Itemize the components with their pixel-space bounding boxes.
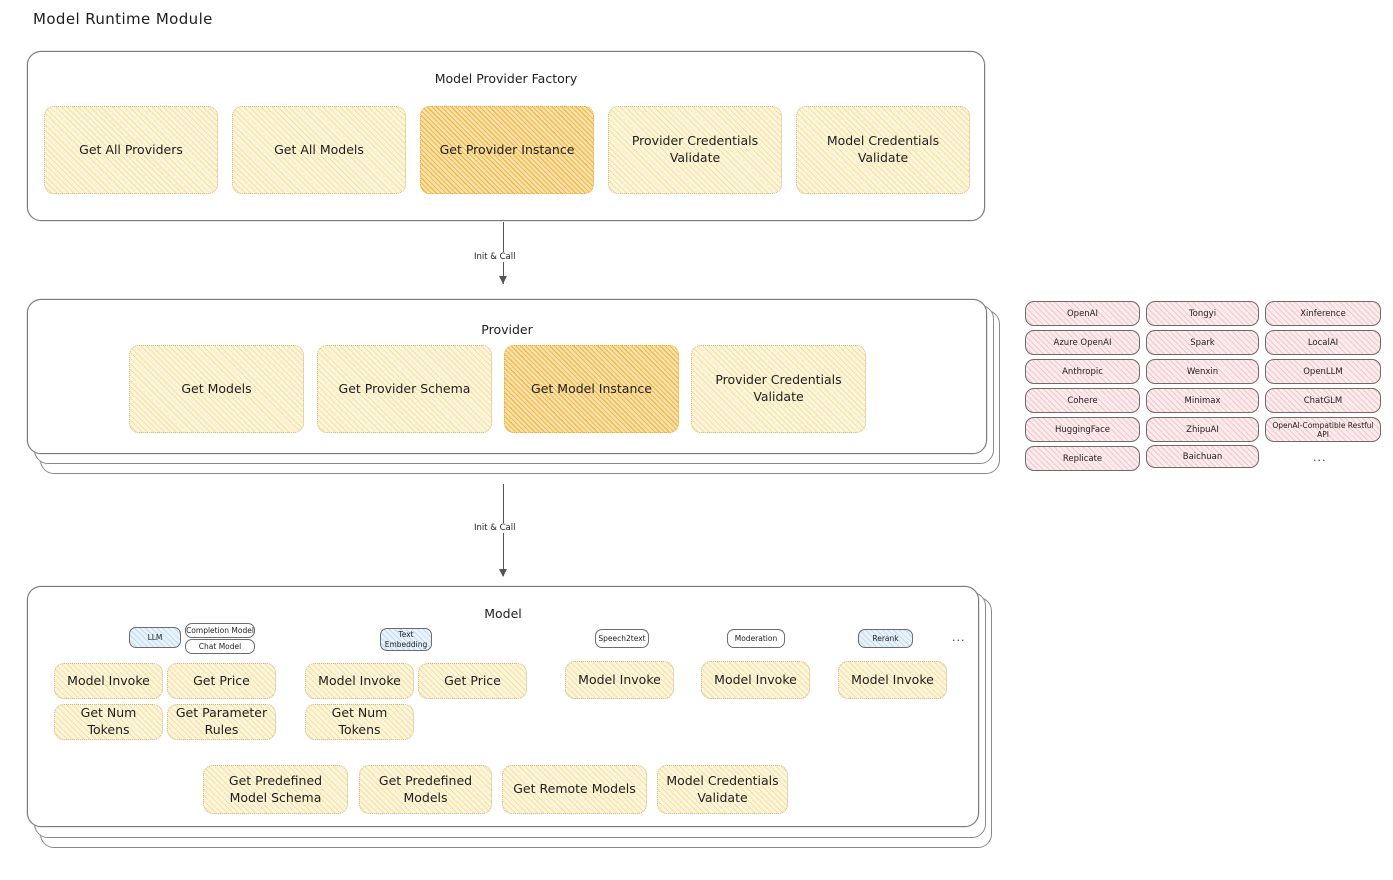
arrow-factory-to-provider-label: Init & Call [471, 252, 519, 262]
model-type-tag-rerank[interactable]: Rerank [858, 629, 913, 648]
model-type-tag-llm[interactable]: LLM [129, 627, 181, 648]
model-common-get-remote-models[interactable]: Get Remote Models [502, 765, 647, 814]
provider-chip-spark[interactable]: Spark [1146, 330, 1259, 355]
provider-node-get-model-instance[interactable]: Get Model Instance [504, 345, 679, 433]
arrow-factory-to-provider-head [499, 276, 507, 284]
factory-node-get-all-models[interactable]: Get All Models [232, 106, 406, 194]
model-type-tag-speech2text[interactable]: Speech2text [595, 629, 649, 648]
provider-chip-xinference[interactable]: Xinference [1265, 301, 1381, 326]
provider-chip-replicate[interactable]: Replicate [1025, 446, 1140, 471]
page-title: Model Runtime Module [33, 10, 213, 28]
rerank-method-model-invoke[interactable]: Model Invoke [838, 661, 947, 699]
factory-node-get-provider-instance[interactable]: Get Provider Instance [420, 106, 594, 194]
llm-method-get-parameter-rules[interactable]: Get Parameter Rules [167, 704, 276, 740]
provider-title: Provider [481, 322, 533, 337]
model-subtag-completion-model[interactable]: Completion Model [185, 623, 255, 638]
model-type-tag-text-embedding[interactable]: Text Embedding [380, 628, 432, 651]
model-common-get-predefined-models[interactable]: Get Predefined Models [359, 765, 492, 814]
factory-node-get-all-providers[interactable]: Get All Providers [44, 106, 218, 194]
provider-chip-cohere[interactable]: Cohere [1025, 388, 1140, 413]
llm-method-get-price[interactable]: Get Price [167, 663, 276, 699]
provider-chip-tongyi[interactable]: Tongyi [1146, 301, 1259, 326]
factory-node-model-credentials-validate[interactable]: Model Credentials Validate [796, 106, 970, 194]
provider-list-more: ... [1313, 451, 1327, 464]
speech2text-method-model-invoke[interactable]: Model Invoke [565, 661, 674, 699]
arrow-provider-to-model-label: Init & Call [471, 523, 519, 533]
provider-chip-anthropic[interactable]: Anthropic [1025, 359, 1140, 384]
model-provider-factory-title: Model Provider Factory [434, 71, 578, 86]
model-common-model-credentials-validate[interactable]: Model Credentials Validate [657, 765, 788, 814]
model-common-get-predefined-model-schema[interactable]: Get Predefined Model Schema [203, 765, 348, 814]
embedding-method-get-num-tokens[interactable]: Get Num Tokens [305, 704, 414, 740]
provider-chip-wenxin[interactable]: Wenxin [1146, 359, 1259, 384]
llm-method-model-invoke[interactable]: Model Invoke [54, 663, 163, 699]
model-types-more: ... [952, 631, 966, 644]
provider-node-get-provider-schema[interactable]: Get Provider Schema [317, 345, 492, 433]
provider-chip-openai-compatible-restful-api[interactable]: OpenAI-Compatible Restful API [1265, 417, 1381, 442]
provider-node-provider-credentials-validate[interactable]: Provider Credentials Validate [691, 345, 866, 433]
provider-chip-minimax[interactable]: Minimax [1146, 388, 1259, 413]
embedding-method-model-invoke[interactable]: Model Invoke [305, 663, 414, 699]
provider-chip-localai[interactable]: LocalAI [1265, 330, 1381, 355]
provider-chip-baichuan[interactable]: Baichuan [1146, 445, 1259, 468]
arrow-provider-to-model-head [499, 569, 507, 577]
llm-method-get-num-tokens[interactable]: Get Num Tokens [54, 704, 163, 740]
provider-chip-openllm[interactable]: OpenLLM [1265, 359, 1381, 384]
provider-chip-azure-openai[interactable]: Azure OpenAI [1025, 330, 1140, 355]
provider-chip-huggingface[interactable]: HuggingFace [1025, 417, 1140, 442]
model-type-tag-moderation[interactable]: Moderation [727, 629, 785, 648]
embedding-method-get-price[interactable]: Get Price [418, 663, 527, 699]
provider-node-get-models[interactable]: Get Models [129, 345, 304, 433]
provider-chip-openai[interactable]: OpenAI [1025, 301, 1140, 326]
model-title: Model [484, 606, 522, 621]
factory-node-provider-credentials-validate[interactable]: Provider Credentials Validate [608, 106, 782, 194]
moderation-method-model-invoke[interactable]: Model Invoke [701, 661, 810, 699]
provider-chip-zhipuai[interactable]: ZhipuAI [1146, 417, 1259, 442]
provider-list: OpenAI Azure OpenAI Anthropic Cohere Hug… [1025, 301, 1381, 476]
model-subtag-chat-model[interactable]: Chat Model [185, 639, 255, 654]
provider-chip-chatglm[interactable]: ChatGLM [1265, 388, 1381, 413]
